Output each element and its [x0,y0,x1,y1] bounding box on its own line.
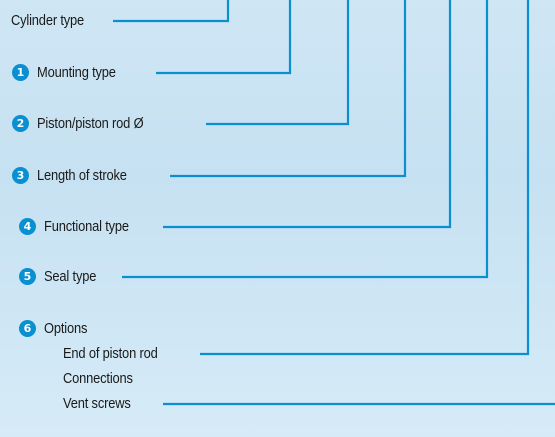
number-5-badge: 5 [19,268,36,285]
number-1-badge: 1 [12,64,29,81]
vent-screws-label: Vent screws [63,395,131,412]
connector-cylinder-type [113,0,230,23]
end-of-piston-rod-label: End of piston rod [63,345,158,362]
seal-type-label: Seal type [44,268,97,285]
number-4-badge: 4 [19,218,36,235]
connector-functional-type [163,0,452,229]
options-label: Options [44,320,88,337]
connector-seal-type [122,0,489,279]
length-of-stroke-label: Length of stroke [37,167,127,184]
piston-rod-label: Piston/piston rod Ø [37,115,144,132]
connections-label: Connections [63,370,133,387]
connector-piston-rod [206,0,350,126]
number-6-badge: 6 [19,320,36,337]
connector-length-of-stroke [170,0,407,178]
number-3-badge: 3 [12,167,29,184]
mounting-type-label: Mounting type [37,64,116,81]
connector-end-of-piston-rod [200,0,530,356]
cylinder-type-label: Cylinder type [11,12,85,29]
number-2-badge: 2 [12,115,29,132]
functional-type-label: Functional type [44,218,129,235]
connector-mounting-type [156,0,292,75]
